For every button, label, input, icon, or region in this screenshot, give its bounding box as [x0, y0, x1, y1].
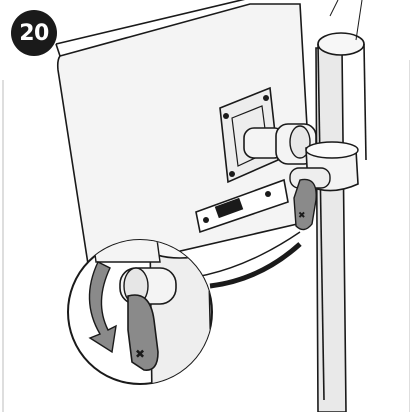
pole — [315, 0, 367, 412]
step-number-badge: 20 — [11, 10, 57, 56]
vesa-plate — [219, 86, 317, 184]
pole-clamp — [289, 141, 359, 192]
bottom-bracket — [195, 178, 289, 234]
rotation-arrow — [88, 261, 117, 354]
svg-text:✖: ✖ — [298, 211, 306, 221]
svg-text:✖: ✖ — [135, 347, 145, 361]
clamp-lever-small: ✖ — [293, 178, 317, 231]
